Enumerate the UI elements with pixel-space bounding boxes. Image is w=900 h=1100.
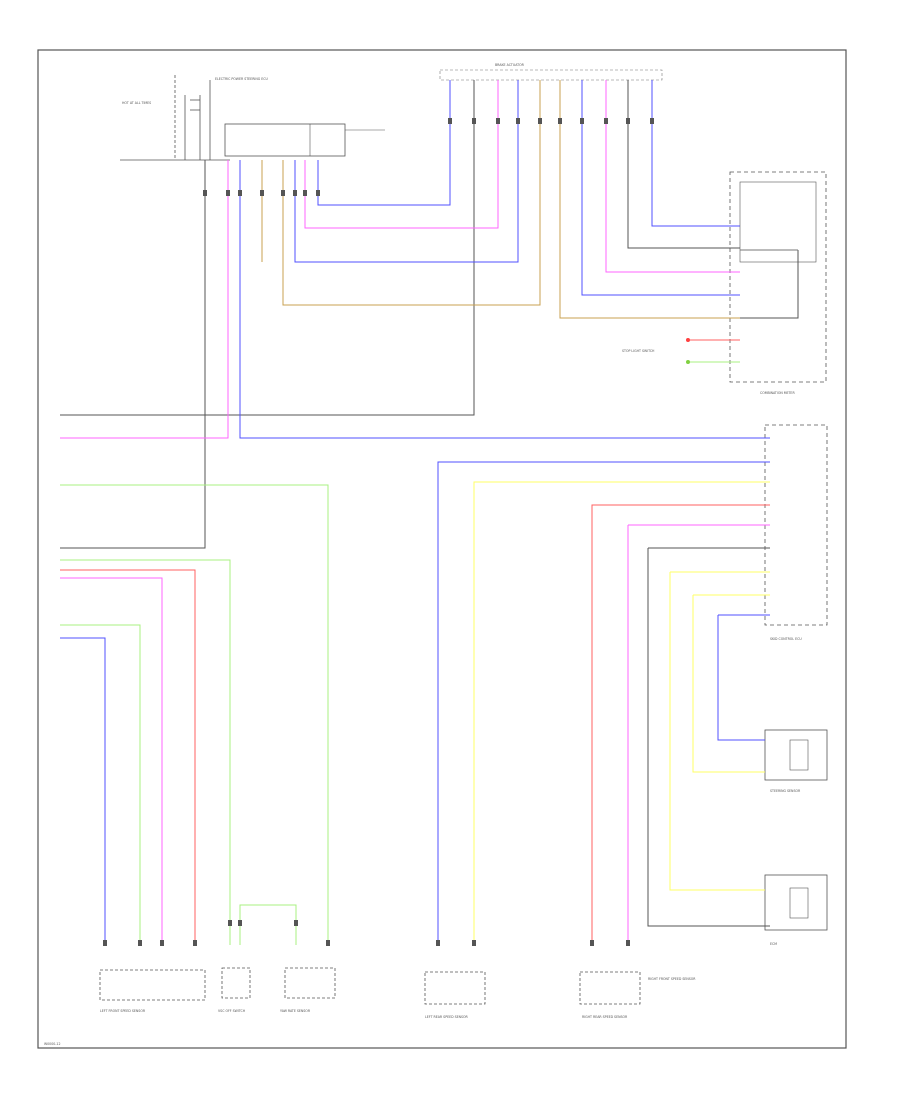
ecm-box <box>764 874 828 931</box>
label-hot-batt: HOT AT ALL TIMES <box>122 101 151 105</box>
wire-pink-3 <box>605 80 740 273</box>
combination-meter-box <box>729 171 827 383</box>
wire-blue-1 <box>239 160 770 439</box>
wire-green-3 <box>60 624 141 945</box>
wire-yellow-3 <box>669 572 765 891</box>
wire-pink-2 <box>304 80 499 229</box>
label-ecm: ECM <box>770 942 777 946</box>
top-left-battery-block <box>120 75 230 161</box>
label-steer-sensor: STEERING SENSOR <box>770 789 801 793</box>
wire-pink-4 <box>60 577 163 945</box>
wire-green-2 <box>60 559 231 945</box>
wire-yellow-1 <box>473 481 770 945</box>
wire-pink-1 <box>60 160 229 439</box>
wire-yellow-5 <box>692 595 765 773</box>
ecu-top-box <box>224 123 346 157</box>
label-skid-ecu: SKID CONTROL ECU <box>770 637 802 641</box>
label-vsc-off: VSC OFF SWITCH <box>218 1009 246 1013</box>
wire-blue-2 <box>317 80 451 206</box>
bottom-components <box>99 967 641 1005</box>
label-lf-speed: LEFT FRONT SPEED SENSOR <box>100 1009 146 1013</box>
label-stop-switch: STOP LIGHT SWITCH <box>622 349 655 353</box>
wire-green-1 <box>60 484 329 945</box>
wire-green-4 <box>239 904 297 945</box>
label-brake-relay: BRAKE ACTUATOR <box>495 63 525 67</box>
wire-tan-3 <box>559 80 740 319</box>
label-top-relay: ELECTRIC POWER STEERING ECU <box>215 77 268 81</box>
diagram-frame <box>37 49 847 1049</box>
wire-blk-4 <box>740 250 799 319</box>
meter-relay-inner <box>739 181 817 263</box>
wires <box>60 80 799 945</box>
wire-blk-3 <box>627 80 740 249</box>
wire-blk-1 <box>60 160 206 549</box>
wire-tan-2 <box>282 80 541 306</box>
wire-blk-2 <box>60 80 475 416</box>
wire-blue-6 <box>437 461 770 945</box>
skid-ecu-box <box>764 424 828 626</box>
wire-red-1 <box>60 569 196 945</box>
wire-blue-5 <box>581 80 740 296</box>
footer-code: W0000-12 <box>44 1042 60 1046</box>
connector-marks <box>103 118 690 946</box>
label-combo-meter: COMBINATION METER <box>760 391 795 395</box>
wire-blue-4 <box>651 80 740 227</box>
steering-sensor-box <box>764 729 828 781</box>
label-rf-speed: RIGHT FRONT SPEED SENSOR <box>648 977 696 981</box>
wire-blue-3 <box>294 80 519 263</box>
label-rr-speed: RIGHT REAR SPEED SENSOR <box>582 1015 628 1019</box>
brake-actuator-outline <box>439 69 663 81</box>
wire-red-2 <box>591 504 770 945</box>
label-yaw-sensor: YAW RATE SENSOR <box>280 1009 311 1013</box>
label-lr-speed: LEFT REAR SPEED SENSOR <box>425 1015 469 1019</box>
wire-blue-9 <box>717 615 765 741</box>
wire-blue-7 <box>60 637 106 945</box>
wire-blk-6 <box>647 548 770 927</box>
